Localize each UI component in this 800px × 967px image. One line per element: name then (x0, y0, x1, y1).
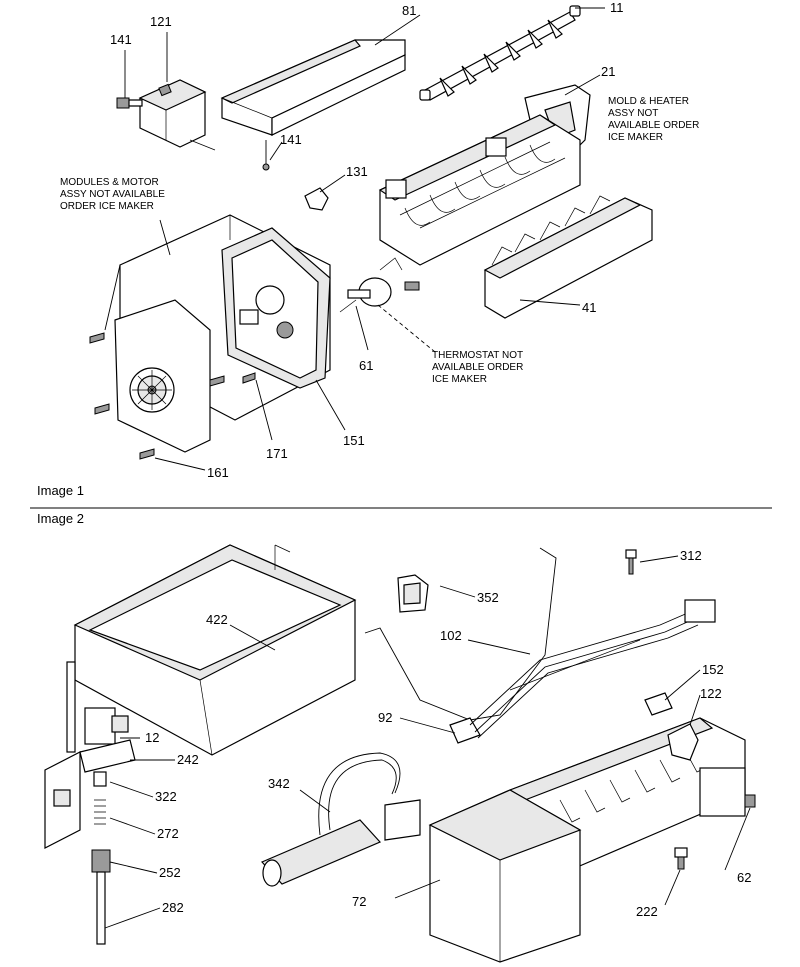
callout-102: 102 (440, 628, 462, 643)
part-222-clamp (644, 692, 673, 716)
callout-422: 422 (206, 612, 228, 627)
part-152-screw (674, 847, 688, 870)
callout-342: 342 (268, 776, 290, 791)
callout-272: 272 (157, 826, 179, 841)
callout-222: 152 (702, 662, 724, 677)
note-thermostat-line1: THERMOSTAT NOT (432, 350, 523, 361)
image-1-drawing (89, 5, 653, 471)
part-122-bracket (667, 723, 699, 761)
callout-322: 322 (155, 789, 177, 804)
callout-152: 222 (636, 904, 658, 919)
note-mold-line2: ASSY NOT (608, 108, 658, 119)
part-62-screw (744, 794, 756, 808)
image-2-leaders (104, 555, 751, 929)
image-1-labels: 121 141 81 11 21 141 131 41 61 151 171 1… (37, 0, 699, 498)
part-342-fill-tube (260, 752, 421, 887)
image-2-labels: Image 2 312 352 102 422 152 122 92 12 24… (37, 511, 751, 919)
front-plate-screws (89, 332, 256, 460)
callout-151: 151 (343, 433, 365, 448)
callout-81: 81 (402, 3, 416, 18)
callout-352: 352 (477, 590, 499, 605)
ice-maker-mold (378, 114, 581, 266)
callout-141-top: 141 (110, 32, 132, 47)
callout-131: 121 (150, 14, 172, 29)
caption-image-2: Image 2 (37, 511, 84, 526)
note-thermostat-line2: AVAILABLE ORDER (432, 362, 523, 373)
callout-12: 12 (145, 730, 159, 745)
callout-312: 312 (680, 548, 702, 563)
front-plate (114, 299, 211, 453)
callout-121: 131 (346, 164, 368, 179)
callout-21: 21 (601, 64, 615, 79)
callout-61: 61 (359, 358, 373, 373)
note-modules-line1: MODULES & MOTOR (60, 177, 159, 188)
part-92-harness (449, 599, 716, 744)
part-81-plate (220, 39, 406, 136)
part-312-screw (625, 549, 637, 575)
part-121-clip (304, 187, 329, 211)
callout-141-bottom: 141 (280, 132, 302, 147)
callout-92: 92 (378, 710, 392, 725)
part-141-screw-top (116, 97, 143, 109)
callout-41: 41 (582, 300, 596, 315)
note-thermostat-line3: ICE MAKER (432, 374, 487, 385)
water-valve-assembly (44, 661, 136, 945)
part-102-wire-arm (364, 547, 557, 721)
note-mold-line4: ICE MAKER (608, 132, 663, 143)
caption-image-1: Image 1 (37, 483, 84, 498)
part-61-thermostat (339, 257, 420, 313)
callout-252: 252 (159, 865, 181, 880)
callout-11: 11 (610, 0, 624, 15)
callout-122: 122 (700, 686, 722, 701)
part-141-screw-bottom (262, 140, 270, 171)
part-151-module-plate (221, 227, 331, 389)
callout-242: 242 (177, 752, 199, 767)
part-352-clip (397, 574, 429, 613)
callout-72: 72 (352, 894, 366, 909)
note-mold-line1: MOLD & HEATER (608, 96, 689, 107)
part-422-ice-bin (73, 544, 357, 756)
part-41-cover (483, 195, 653, 319)
callout-282: 282 (162, 900, 184, 915)
callout-171: 171 (266, 446, 288, 461)
part-11-ejector (419, 5, 581, 101)
image-2-drawing (44, 544, 756, 963)
part-131-bracket (138, 79, 216, 151)
note-modules-line2: ASSY NOT AVAILABLE (60, 189, 165, 200)
part-72-front-cover (428, 789, 582, 963)
note-mold-line3: AVAILABLE ORDER (608, 120, 699, 131)
callout-62: 62 (737, 870, 751, 885)
image-1-leaders (104, 7, 605, 471)
note-modules-line3: ORDER ICE MAKER (60, 201, 154, 212)
callout-161: 161 (207, 465, 229, 480)
